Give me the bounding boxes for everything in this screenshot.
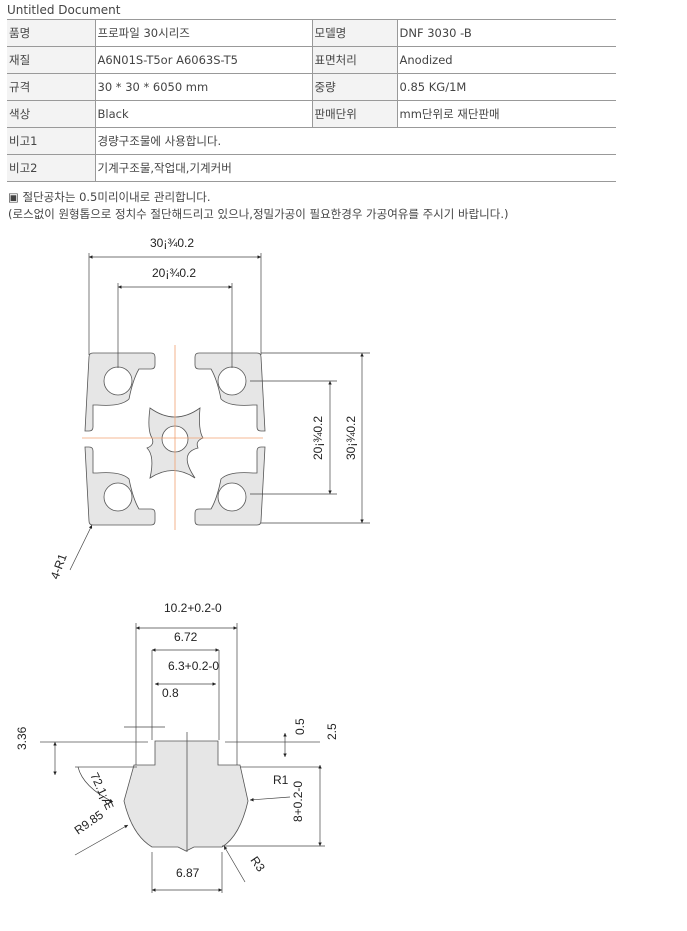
- label: 중량: [312, 73, 398, 101]
- note-line-1: ▣ 절단공차는 0.5미리이내로 관리합니다.: [8, 190, 211, 204]
- label: 색상: [7, 100, 96, 128]
- dim-8: 8+0.2-0: [291, 781, 305, 822]
- dim-r9-85: R9.85: [72, 807, 107, 837]
- dim-width-20: 20¡¾0.2: [152, 266, 196, 280]
- dim-6-3: 6.3+0.2-0: [168, 659, 219, 673]
- dim-r1: R1: [273, 773, 289, 787]
- dim-angle: 72.1¡Æ: [87, 770, 116, 812]
- label: 표면처리: [312, 46, 398, 74]
- dim-r3: R3: [248, 854, 268, 875]
- note-line-2: (로스없이 원형톱으로 정치수 절단해드리고 있으나,정밀가공이 필요한경우 가…: [8, 207, 509, 221]
- slot-detail: 10.2+0.2-0 6.72 6.3+0.2-0 0.8 3.36 0.5 2…: [15, 601, 339, 893]
- dim-3-36: 3.36: [15, 726, 29, 750]
- dim-height-30: 30¡¾0.2: [344, 416, 358, 460]
- value: DNF 3030 -B: [397, 19, 616, 47]
- value: 기계구조물,작업대,기계커버: [95, 154, 616, 182]
- dim-0-5: 0.5: [293, 718, 307, 735]
- center-lines: [82, 345, 263, 530]
- label: 규격: [7, 73, 96, 101]
- dim-10-2: 10.2+0.2-0: [164, 601, 222, 615]
- value: mm단위로 재단판매: [397, 100, 616, 128]
- label: 판매단위: [312, 100, 398, 128]
- label: 비고1: [7, 127, 96, 155]
- dimension-lines: [69, 253, 370, 571]
- dim-width-30: 30¡¾0.2: [150, 236, 194, 250]
- dim-6-87: 6.87: [176, 866, 200, 880]
- document-title: Untitled Document: [7, 3, 121, 17]
- label: 비고2: [7, 154, 96, 182]
- dim-0-8: 0.8: [162, 686, 179, 700]
- label: 모델명: [312, 19, 398, 47]
- dim-radius: 4-R1: [48, 551, 70, 581]
- dim-2-5: 2.5: [325, 723, 339, 740]
- value: 30 * 30 * 6050 mm: [95, 73, 313, 101]
- label: 재질: [7, 46, 96, 74]
- dim-6-72: 6.72: [174, 630, 198, 644]
- value: A6N01S-T5or A6063S-T5: [95, 46, 313, 74]
- dim-height-20: 20¡¾0.2: [311, 416, 325, 460]
